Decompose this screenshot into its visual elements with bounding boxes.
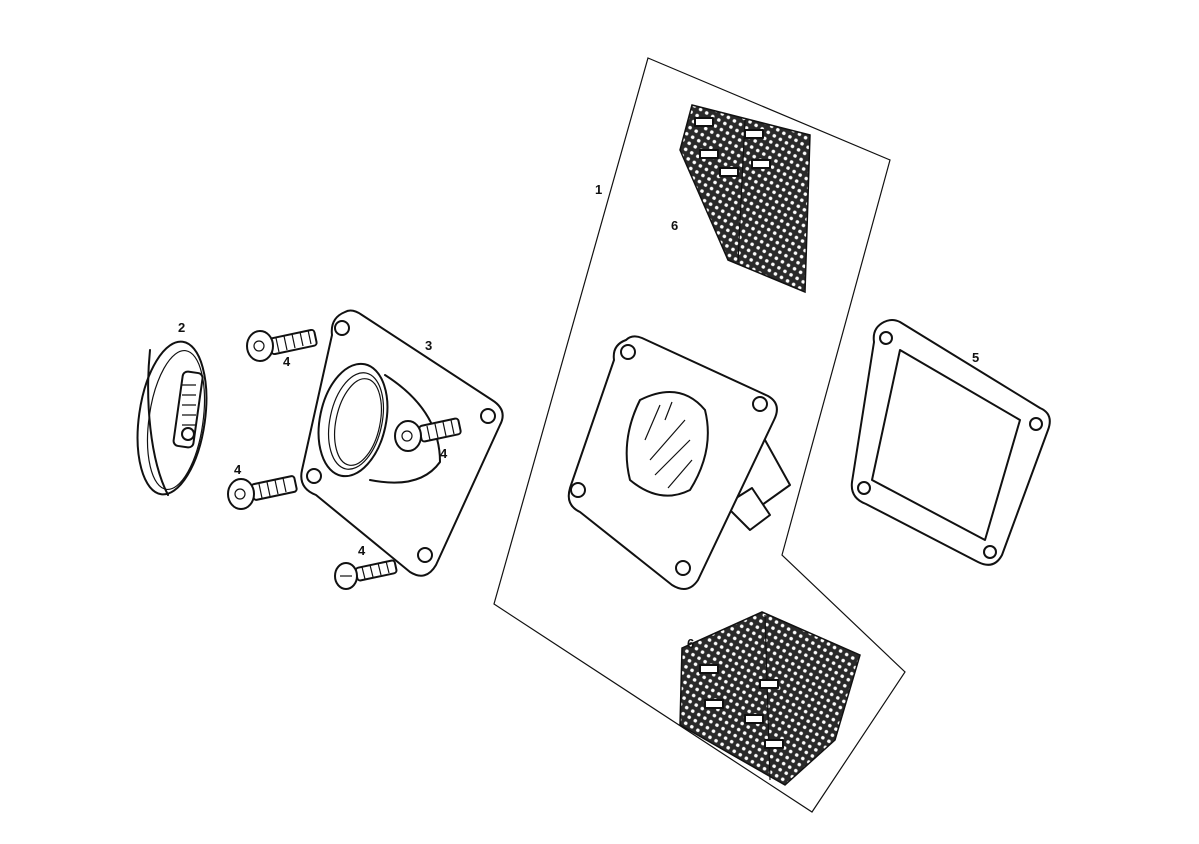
bolt-top — [246, 328, 318, 362]
bolt-left — [227, 475, 298, 510]
callout-3: 3 — [425, 338, 432, 353]
callout-6-bottom: 6 — [687, 636, 694, 651]
callout-4-bottom: 4 — [358, 543, 366, 558]
callout-2: 2 — [178, 320, 185, 335]
bolt-middle — [394, 417, 462, 452]
reed-valve-body — [567, 335, 791, 590]
callout-4-left: 4 — [234, 462, 242, 477]
callout-4-top: 4 — [283, 354, 291, 369]
reed-petals-top — [679, 104, 811, 294]
reed-valve-assembly-outline — [493, 57, 906, 813]
callout-1: 1 — [595, 182, 602, 197]
hose-clamp — [136, 340, 208, 496]
callout-4-middle: 4 — [440, 446, 448, 461]
gasket — [850, 319, 1051, 566]
bolt-bottom — [334, 559, 398, 590]
reed-petals-bottom — [679, 611, 861, 786]
callout-6-top: 6 — [671, 218, 678, 233]
callout-5: 5 — [972, 350, 979, 365]
